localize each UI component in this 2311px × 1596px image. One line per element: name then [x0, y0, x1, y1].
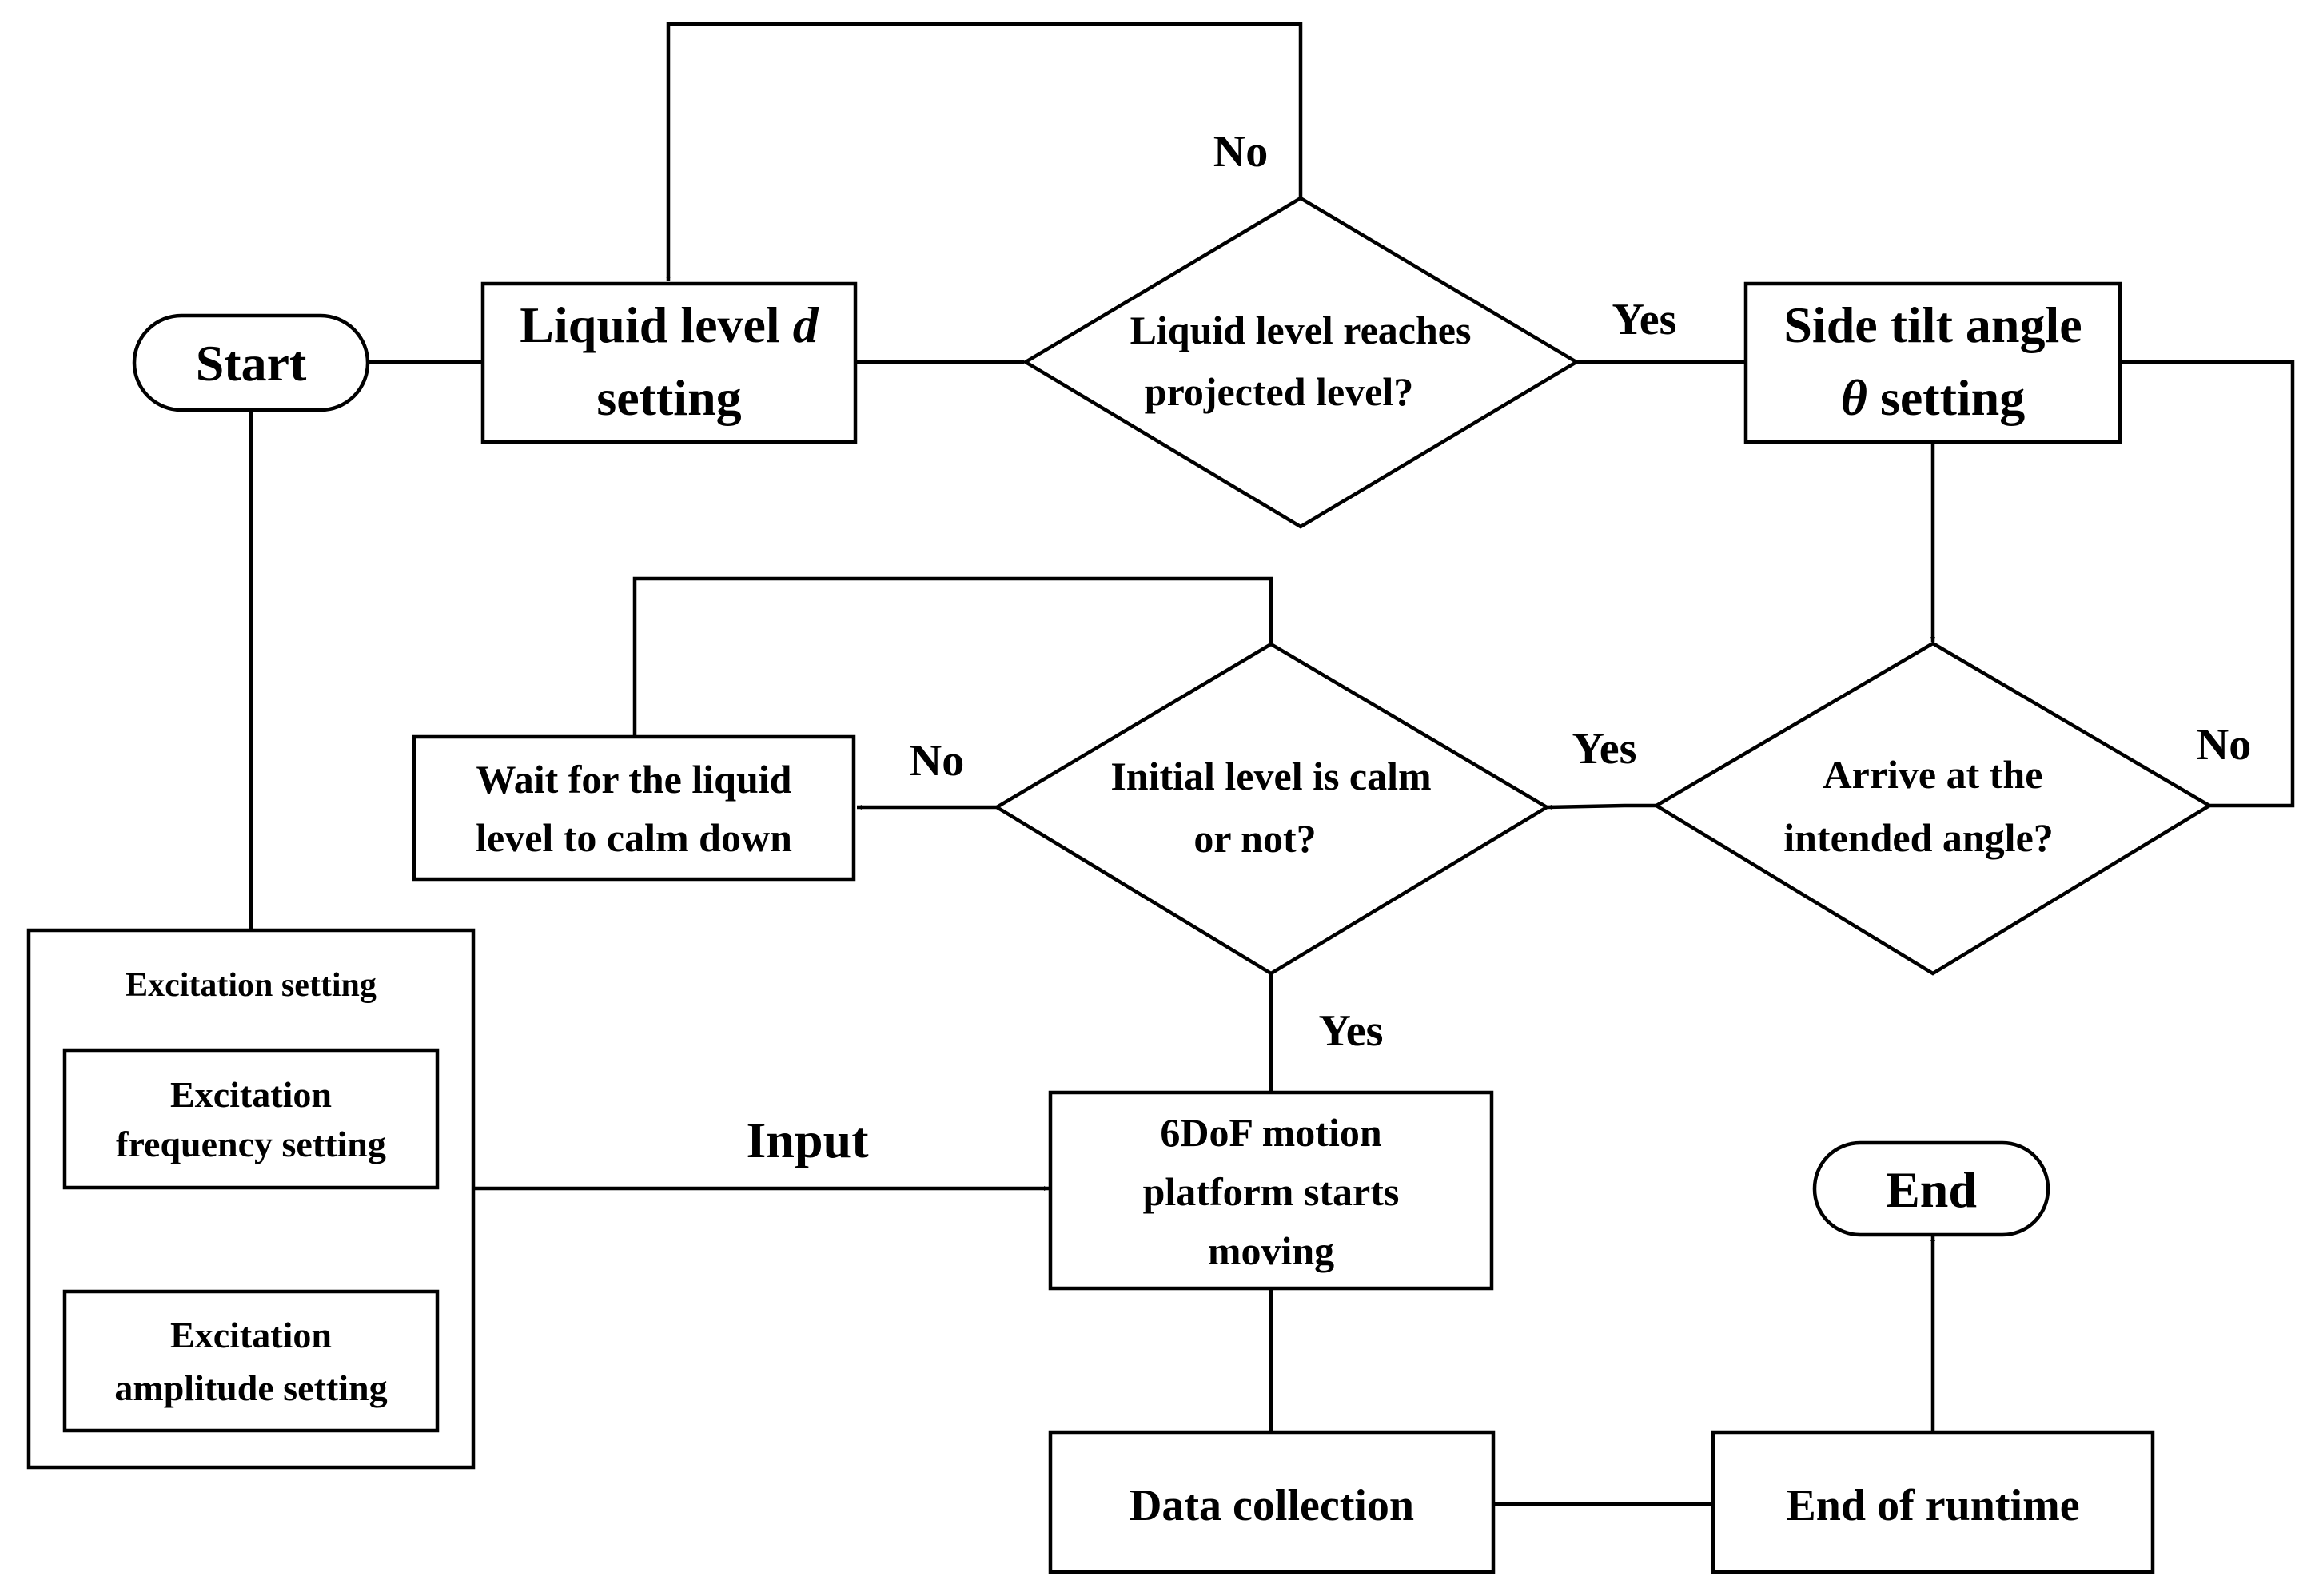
liquid-level-label-2: setting [596, 369, 741, 426]
node-wait-calm: Wait for the liquid level to calm down [412, 734, 856, 882]
node-end: End [1812, 1140, 2050, 1237]
excitation-freq-label-1: Excitation [170, 1074, 332, 1115]
platform-label-2: platform starts [1143, 1169, 1400, 1214]
wait-calm-label-2: level to calm down [476, 815, 792, 860]
node-excitation-group: Excitation setting Excitation frequency … [26, 928, 476, 1470]
excitation-freq-box [62, 1048, 440, 1190]
edge-wait-loop-to-calm [632, 576, 1273, 737]
label-calm-no: No [910, 736, 964, 786]
excitation-group-title: Excitation setting [126, 967, 377, 1004]
end-label: End [1886, 1161, 1977, 1218]
node-initial-calm: Initial level is calm or not? [993, 642, 1551, 976]
label-calm-yes: Yes [1319, 1006, 1384, 1056]
node-start: Start [132, 313, 370, 412]
end-runtime-label: End of runtime [1786, 1481, 2079, 1530]
check-level-label-2: projected level? [1145, 369, 1413, 414]
excitation-amp-label-1: Excitation [170, 1315, 332, 1355]
check-level-diamond [1022, 196, 1580, 529]
platform-box [1048, 1090, 1494, 1291]
edge-arrive-no-loop [2122, 360, 2295, 808]
label-level-yes: Yes [1612, 295, 1677, 344]
label-input: Input [747, 1112, 870, 1168]
start-terminal [132, 313, 370, 412]
wait-calm-box [412, 734, 856, 882]
label-angle-yes: Yes [1572, 724, 1637, 774]
platform-label-1: 6DoF motion [1160, 1110, 1381, 1155]
node-data-collection: Data collection [1048, 1430, 1496, 1574]
node-liquid-level: Liquid level d setting [480, 281, 858, 444]
side-tilt-box [1743, 281, 2122, 444]
end-runtime-box [1711, 1430, 2155, 1574]
edge-check-no-loop [666, 22, 1303, 281]
node-end-runtime: End of runtime [1711, 1430, 2155, 1574]
label-level-no: No [1213, 127, 1268, 177]
initial-calm-label-2: or not? [1193, 816, 1316, 861]
side-tilt-label-1: Side tilt angle [1783, 297, 2082, 353]
edge-labels: No Yes No Yes No Yes Input [747, 127, 2252, 1168]
platform-label-3: moving [1208, 1228, 1334, 1273]
arrive-angle-label-1: Arrive at the [1823, 752, 2043, 797]
wait-calm-label-1: Wait for the liquid [476, 757, 792, 802]
excitation-amp-box [62, 1289, 440, 1433]
node-check-level: Liquid level reaches projected level? [1022, 196, 1580, 529]
arrive-angle-diamond [1652, 641, 2213, 976]
liquid-level-box [480, 281, 858, 444]
node-platform: 6DoF motion platform starts moving [1048, 1090, 1494, 1291]
side-tilt-label-2: θ setting [1841, 369, 2026, 426]
liquid-level-label-1: Liquid level d [520, 297, 819, 353]
check-level-label-1: Liquid level reaches [1130, 308, 1472, 352]
node-arrive-angle: Arrive at the intended angle? [1652, 641, 2213, 976]
arrive-angle-label-2: intended angle? [1783, 815, 2054, 860]
data-collection-box [1048, 1430, 1496, 1574]
node-side-tilt: Side tilt angle θ setting [1743, 281, 2122, 444]
excitation-freq-label-2: frequency setting [116, 1124, 386, 1164]
data-collection-label: Data collection [1130, 1481, 1414, 1530]
start-label: Start [196, 335, 307, 392]
initial-calm-diamond [993, 642, 1551, 976]
excitation-amp-label-2: amplitude setting [114, 1367, 387, 1408]
label-angle-no: No [2197, 720, 2251, 770]
initial-calm-label-1: Initial level is calm [1110, 754, 1431, 798]
end-terminal [1812, 1140, 2050, 1237]
connectors [249, 22, 2295, 1506]
edge-arrive-yes-to-calm [1546, 803, 1656, 810]
